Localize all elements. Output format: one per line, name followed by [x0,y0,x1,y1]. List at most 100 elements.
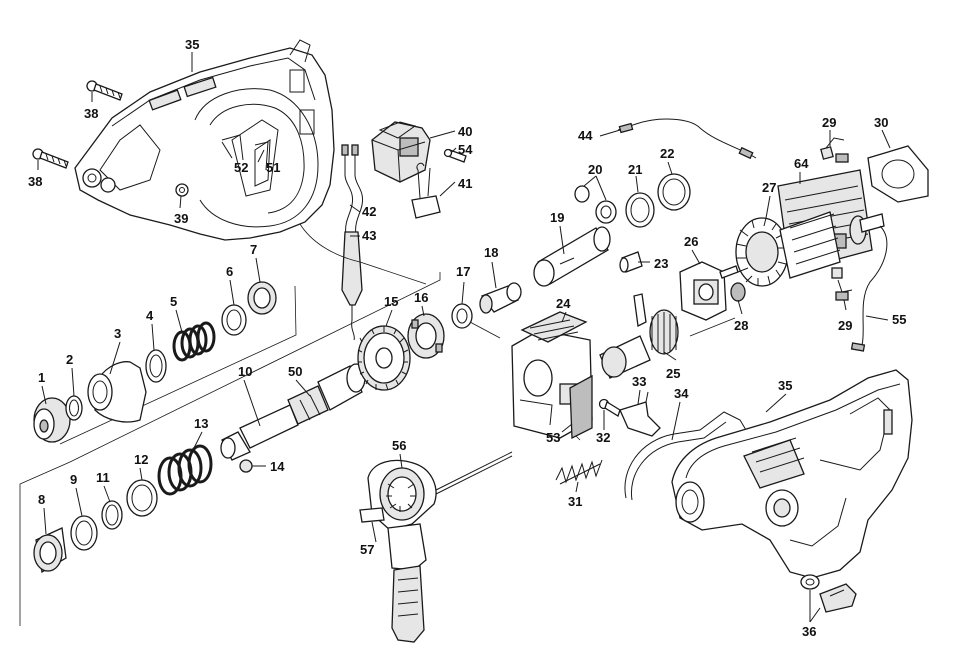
callout-17: 17 [456,264,470,279]
callout-34: 34 [674,386,689,401]
part-35-assembled-housing [671,369,913,579]
part-54-small-screw [443,148,467,163]
callout-13: 13 [194,416,208,431]
part-36-selector-knob [800,574,857,613]
part-6-washer [221,304,247,336]
callout-2: 2 [66,352,73,367]
part-56-depth-rod [431,451,513,497]
part-32-screw [598,398,621,417]
part-44-wire [617,118,757,160]
callout-56: 56 [392,438,406,453]
callout-52: 52 [234,160,248,175]
callout-9: 9 [70,472,77,487]
part-2-ring [65,395,83,421]
callout-39: 39 [174,211,188,226]
part-1-chuck-cap [33,397,71,443]
part-38-screw-lower [32,148,69,169]
callout-38-lower: 38 [28,174,42,189]
callout-6: 6 [226,264,233,279]
part-55-wire [850,225,888,352]
callout-42: 42 [362,204,376,219]
callout-18: 18 [484,245,498,260]
callout-32: 32 [596,430,610,445]
callout-20: 20 [588,162,602,177]
part-51-52-wire-clips [221,134,269,171]
callout-29-bottom: 29 [838,318,852,333]
part-7-ring [247,281,277,315]
callout-3: 3 [114,326,121,341]
part-12-ring [126,479,158,517]
callout-4: 4 [146,308,154,323]
callout-5: 5 [170,294,177,309]
part-19-cylinder [533,226,611,287]
callout-7: 7 [250,242,257,257]
part-29-brush-lower [831,267,853,301]
callout-55: 55 [892,312,906,327]
part-43-power-cord [341,231,363,341]
callout-19: 19 [550,210,564,225]
part-28-bearing [730,282,746,302]
callout-21: 21 [628,162,642,177]
callout-54: 54 [458,142,473,157]
part-13-spring [157,444,213,496]
part-38-screw-upper [86,80,123,101]
callout-14: 14 [270,459,285,474]
part-20-rings [574,185,617,224]
part-30-end-cover [867,145,929,203]
part-5-spring [172,321,216,362]
callout-25: 25 [666,366,680,381]
callout-50: 50 [288,364,302,379]
callout-41: 41 [458,176,472,191]
callout-26: 26 [684,234,698,249]
part-25-intermediate-shaft [599,293,679,379]
callout-35-top: 35 [185,37,199,52]
part-26-bearing-block [679,261,727,321]
callout-57: 57 [360,542,374,557]
callout-11: 11 [96,470,110,485]
callout-44: 44 [578,128,593,143]
part-4-ring [145,349,167,383]
part-41-capacitor [411,162,441,219]
part-40-switch [371,121,431,183]
callout-33: 33 [632,374,646,389]
callout-30: 30 [874,115,888,130]
callout-24: 24 [556,296,571,311]
callout-51: 51 [266,160,280,175]
part-27-armature [719,211,885,287]
callout-40: 40 [458,124,472,139]
part-10-50-spindle [220,363,366,461]
part-15-gear [357,325,411,391]
part-39-washer [175,183,189,197]
part-18-piston [479,282,522,314]
callout-35-bottom: 35 [778,378,792,393]
part-21-ring [625,192,655,228]
callout-16: 16 [414,290,428,305]
part-3-sleeve [87,361,147,423]
callout-27: 27 [762,180,776,195]
callout-53: 53 [546,430,560,445]
part-33-bracket [619,391,661,437]
callout-64: 64 [794,156,809,171]
part-14-ball [239,459,253,473]
part-53-plate [569,374,593,440]
part-8-bearing [33,527,67,574]
leader-lines [37,52,891,623]
part-34-clamp [624,411,747,501]
part-31-spring [555,459,603,485]
callout-10: 10 [238,364,252,379]
part-11-ring [101,500,123,530]
callout-labels: 35 38 38 39 52 51 40 54 41 42 43 44 20 2… [28,37,906,639]
part-16-clutch-ring [407,313,445,359]
callout-1: 1 [38,370,45,385]
part-35-housing-half [74,39,335,241]
callout-31: 31 [568,494,582,509]
callout-23: 23 [654,256,668,271]
part-17-o-ring [451,303,473,329]
callout-29-top: 29 [822,115,836,130]
callout-38-upper: 38 [84,106,98,121]
callout-36: 36 [802,624,816,639]
part-22-snap-ring [657,173,691,211]
part-56-57-side-handle [359,459,437,643]
callout-28: 28 [734,318,748,333]
